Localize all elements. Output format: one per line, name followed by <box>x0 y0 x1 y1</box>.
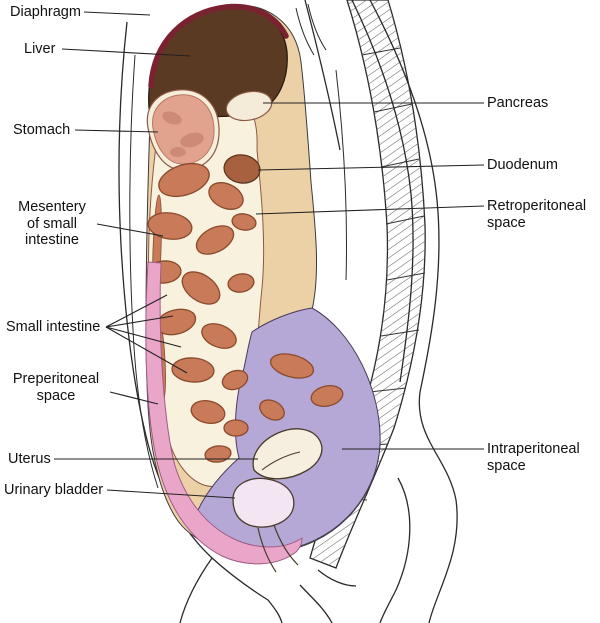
spine-hatching <box>310 0 426 568</box>
uterus-cavity-line <box>261 451 301 471</box>
stomach-mottling <box>162 111 204 157</box>
intestine-loop <box>171 357 215 383</box>
intestine-loop <box>223 419 249 437</box>
thorax-inner-line <box>304 0 341 151</box>
label-urinary-bladder: Urinary bladder <box>4 482 104 498</box>
intestine-loop <box>181 271 221 305</box>
intestine-loop <box>204 445 232 463</box>
back-outline-inner <box>351 0 414 383</box>
colon-loop <box>310 385 344 407</box>
stomach-leader-line <box>74 129 159 133</box>
front-abdominal-wall-outline <box>118 21 283 623</box>
small-intestine-leader-line <box>105 294 168 328</box>
esophagus-line-1 <box>295 7 315 56</box>
perineum-line-1 <box>299 584 333 623</box>
esophagus-line-2 <box>307 3 327 51</box>
label-pancreas: Pancreas <box>487 95 549 111</box>
intestine-loop <box>221 369 249 391</box>
leader-lines <box>54 11 485 499</box>
duodenum-leader-line <box>257 164 485 171</box>
intestine-loop <box>208 182 244 210</box>
urinary-bladder-leader-line <box>106 489 236 499</box>
perineum-line-2 <box>317 569 357 587</box>
small-intestine-leader-line <box>105 315 174 328</box>
diaphragm-line <box>148 3 289 89</box>
small-intestine-leader-line <box>105 326 182 348</box>
back-outline-outer <box>369 0 458 623</box>
retroperitoneal-leader-line <box>255 205 485 215</box>
preperitoneal-space-region <box>145 261 303 565</box>
diaphragm-leader-line <box>83 11 151 16</box>
liver-leader-line <box>61 48 191 57</box>
mesentery-leader-line <box>96 223 164 237</box>
label-mesentery: Mesentery of small intestine <box>18 199 86 248</box>
front-abdominal-wall-inner-line <box>129 54 159 489</box>
intestine-loop <box>227 273 255 293</box>
uterus <box>252 428 323 480</box>
colon-loops <box>259 353 344 421</box>
buttock-inner-line <box>379 477 411 623</box>
small-intestine-leader-line <box>105 326 188 374</box>
label-intraperitoneal-space: Intraperitoneal space <box>487 441 580 474</box>
intestine-loop <box>158 162 210 198</box>
body-outlines <box>118 0 458 623</box>
label-stomach: Stomach <box>13 122 71 138</box>
intestine-loop <box>201 323 237 349</box>
preperitoneal-leader-line <box>109 391 159 405</box>
aorta-line <box>335 69 347 281</box>
urinary-bladder <box>232 477 295 528</box>
intestine-loop <box>195 225 235 255</box>
thigh-line-left <box>179 557 213 623</box>
colon-loop <box>259 399 285 421</box>
small-intestine-loops <box>146 162 257 463</box>
intestine-loop <box>147 212 193 240</box>
label-duodenum: Duodenum <box>487 157 558 173</box>
pancreas <box>225 90 273 122</box>
stomach <box>146 89 220 171</box>
label-diaphragm: Diaphragm <box>10 4 81 20</box>
label-retroperitoneal-space: Retroperitoneal space <box>487 198 587 231</box>
label-uterus: Uterus <box>8 451 51 467</box>
label-liver: Liver <box>24 41 56 57</box>
colon-loop <box>269 353 315 379</box>
label-preperitoneal-space: Preperitoneal space <box>12 371 100 404</box>
label-small-intestine: Small intestine <box>6 319 101 335</box>
duodenum <box>223 154 261 184</box>
intestine-loop <box>190 400 226 424</box>
urethra-vagina-lines <box>257 524 299 573</box>
intestine-loop <box>231 213 257 231</box>
